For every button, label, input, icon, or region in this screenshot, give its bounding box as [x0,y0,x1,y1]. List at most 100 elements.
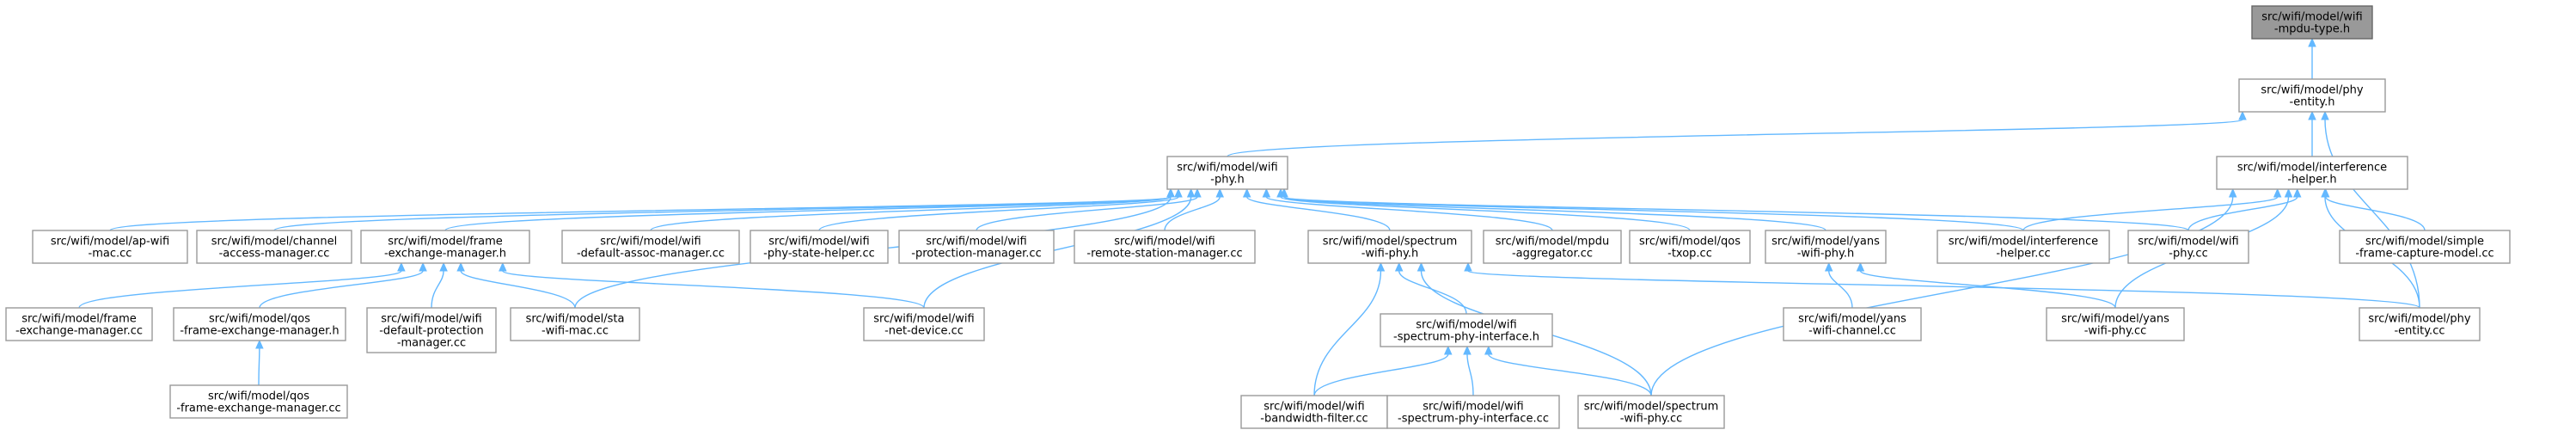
edge-line [1245,196,1391,231]
node-box [1577,395,1725,429]
arrowhead [1376,261,1386,272]
node-box [360,230,530,264]
edge-frame-exchange-manager-h-to-wifi-phy-h [444,187,1175,231]
node-label-line: src/wifi/model/wifi [381,313,481,326]
node-label-line: src/wifi/model/yans [1798,313,1906,326]
node-label-line: -spectrum-phy-interface.cc [1398,413,1549,426]
node-box [1074,230,1256,264]
node-wifi-spectrum-phy-interface-h[interactable]: src/wifi/model/wifi-spectrum-phy-interfa… [1380,313,1553,347]
edge-yans-wifi-phy-cc-to-yans-wifi-phy-h [1856,261,2116,309]
edge-wifi-bandwidth-filter-cc-to-wifi-spectrum-phy-interface-h [1313,345,1453,396]
edge-wifi-spectrum-phy-interface-cc-to-wifi-spectrum-phy-interface-h [1463,345,1474,396]
arrowhead [1280,187,1288,198]
node-yans-wifi-channel-cc[interactable]: src/wifi/model/yans-wifi-channel.cc [1783,307,1922,341]
edge-line [923,196,1192,309]
node-box [366,307,497,353]
node-label-line: src/wifi/model/qos [1639,236,1741,249]
node-label-line: src/wifi/model/frame [388,236,503,249]
node-label-line: -entity.cc [2394,325,2444,338]
edge-line [2325,196,2426,231]
edge-line [2324,119,2420,309]
node-label-line: -net-device.cc [884,325,964,338]
edge-line [1398,270,1467,315]
node-box [1783,307,1922,341]
edge-wifi-bandwidth-filter-cc-to-spectrum-wifi-phy-h [1313,261,1386,396]
edge-line [1466,353,1474,396]
node-qos-txop-cc[interactable]: src/wifi/model/qos-txop.cc [1629,230,1751,264]
edge-remote-station-manager-cc-to-wifi-phy-h [1164,187,1225,231]
arrowhead [2308,110,2316,120]
arrowhead [1416,261,1426,272]
node-spectrum-wifi-phy-cc[interactable]: src/wifi/model/spectrum-wifi-phy.cc [1577,395,1725,429]
node-frame-exchange-manager-h[interactable]: src/wifi/model/frame-exchange-manager.h [360,230,530,264]
edge-sta-wifi-mac-cc-to-frame-exchange-manager-h [456,261,576,309]
node-mpdu-aggregator-cc[interactable]: src/wifi/model/mpdu-aggregator.cc [1483,230,1622,264]
node-box [1380,313,1553,347]
node-yans-wifi-phy-h[interactable]: src/wifi/model/yans-wifi-phy.h [1765,230,1887,264]
node-box [510,307,640,341]
arrowhead [1166,187,1175,198]
edge-line [78,270,402,309]
edge-line [1488,353,1652,396]
node-box [1240,395,1388,429]
node-simple-frame-capture-model-cc[interactable]: src/wifi/model/simple-frame-capture-mode… [2339,230,2511,264]
node-phy-state-helper-cc[interactable]: src/wifi/model/wifi-phy-state-helper.cc [750,230,889,264]
edge-line [1313,353,1449,396]
edge-line [1828,270,1853,309]
node-label-line: -mac.cc [89,248,132,261]
node-label-line: -manager.cc [397,337,466,350]
node-label-line: -entity.h [2290,96,2335,109]
node-label-line: src/wifi/model/frame [21,313,137,326]
node-ap-wifi-mac-cc[interactable]: src/wifi/model/ap-wifi-mac.cc [32,230,188,264]
node-box [2359,307,2481,341]
edge-line [258,347,260,386]
node-phy-entity-h[interactable]: src/wifi/model/phy-entity.h [2238,78,2386,113]
node-frame-exchange-manager-cc[interactable]: src/wifi/model/frame-exchange-manager.cc [5,307,153,341]
node-spectrum-wifi-phy-h[interactable]: src/wifi/model/spectrum-wifi-phy.h [1307,230,1472,264]
node-label-line: -wifi-phy.h [1361,248,1419,261]
node-qos-frame-exchange-manager-h[interactable]: src/wifi/model/qos-frame-exchange-manage… [173,307,346,341]
arrowhead [1174,187,1183,198]
arrowhead [1464,261,1472,272]
node-wifi-net-device-cc[interactable]: src/wifi/model/wifi-net-device.cc [863,307,985,341]
node-label-line: -remote-station-manager.cc [1086,248,1242,261]
node-remote-station-manager-cc[interactable]: src/wifi/model/wifi-remote-station-manag… [1074,230,1256,264]
node-default-protection-manager-cc[interactable]: src/wifi/model/wifi-default-protection-m… [366,307,497,353]
node-label-line: -phy.cc [2169,248,2207,261]
edge-phy-entity-h-to-mpdu-type-h [2308,37,2316,80]
node-qos-frame-exchange-manager-cc[interactable]: src/wifi/model/qos-frame-exchange-manage… [169,384,348,419]
node-label-line: src/wifi/model/simple [2365,236,2484,249]
node-box [898,230,1055,264]
node-label-line: -exchange-manager.h [384,248,506,261]
node-channel-access-manager-cc[interactable]: src/wifi/model/channel-access-manager.cc [196,230,352,264]
node-wifi-phy-cc[interactable]: src/wifi/model/wifi-phy.cc [2127,230,2249,264]
edge-qos-frame-exchange-manager-cc-to-qos-frame-exchange-manager-h [255,339,264,386]
node-box [863,307,985,341]
node-sta-wifi-mac-cc[interactable]: src/wifi/model/sta-wifi-mac.cc [510,307,640,341]
node-interference-helper-cc[interactable]: src/wifi/model/interference-helper.cc [1937,230,2110,264]
edge-spectrum-wifi-phy-cc-to-wifi-spectrum-phy-interface-h [1484,345,1652,396]
node-wifi-phy-h[interactable]: src/wifi/model/wifi-phy.h [1166,156,1288,190]
edge-line [1650,196,2234,396]
arrowhead [499,261,507,272]
node-label-line: src/wifi/model/qos [208,390,309,403]
node-yans-wifi-phy-cc[interactable]: src/wifi/model/yans-wifi-phy.cc [2046,307,2185,341]
edge-qos-frame-exchange-manager-h-to-frame-exchange-manager-h [259,261,427,309]
node-label-line: src/wifi/model/qos [209,313,310,326]
arrowhead [2238,110,2247,120]
node-phy-entity-cc[interactable]: src/wifi/model/phy-entity.cc [2359,307,2481,341]
node-label-line: -frame-exchange-manager.h [180,325,339,338]
edge-protection-manager-cc-to-wifi-phy-h [976,187,1202,231]
node-default-assoc-manager-cc[interactable]: src/wifi/model/wifi-default-assoc-manage… [561,230,740,264]
node-label-line: src/wifi/model/wifi [1264,401,1364,414]
node-wifi-spectrum-phy-interface-cc[interactable]: src/wifi/model/wifi-spectrum-phy-interfa… [1386,395,1560,429]
arrowhead [1215,187,1225,198]
node-label-line: src/wifi/model/wifi [768,236,869,249]
node-label-line: src/wifi/model/yans [1771,236,1880,249]
node-wifi-bandwidth-filter-cc[interactable]: src/wifi/model/wifi-bandwidth-filter.cc [1240,395,1388,429]
node-protection-manager-cc[interactable]: src/wifi/model/wifi-protection-manager.c… [898,230,1055,264]
edge-line [1467,270,2420,309]
node-interference-helper-h[interactable]: src/wifi/model/interference-helper.h [2216,156,2408,190]
edge-wifi-phy-h-to-phy-entity-h [1227,110,2247,157]
